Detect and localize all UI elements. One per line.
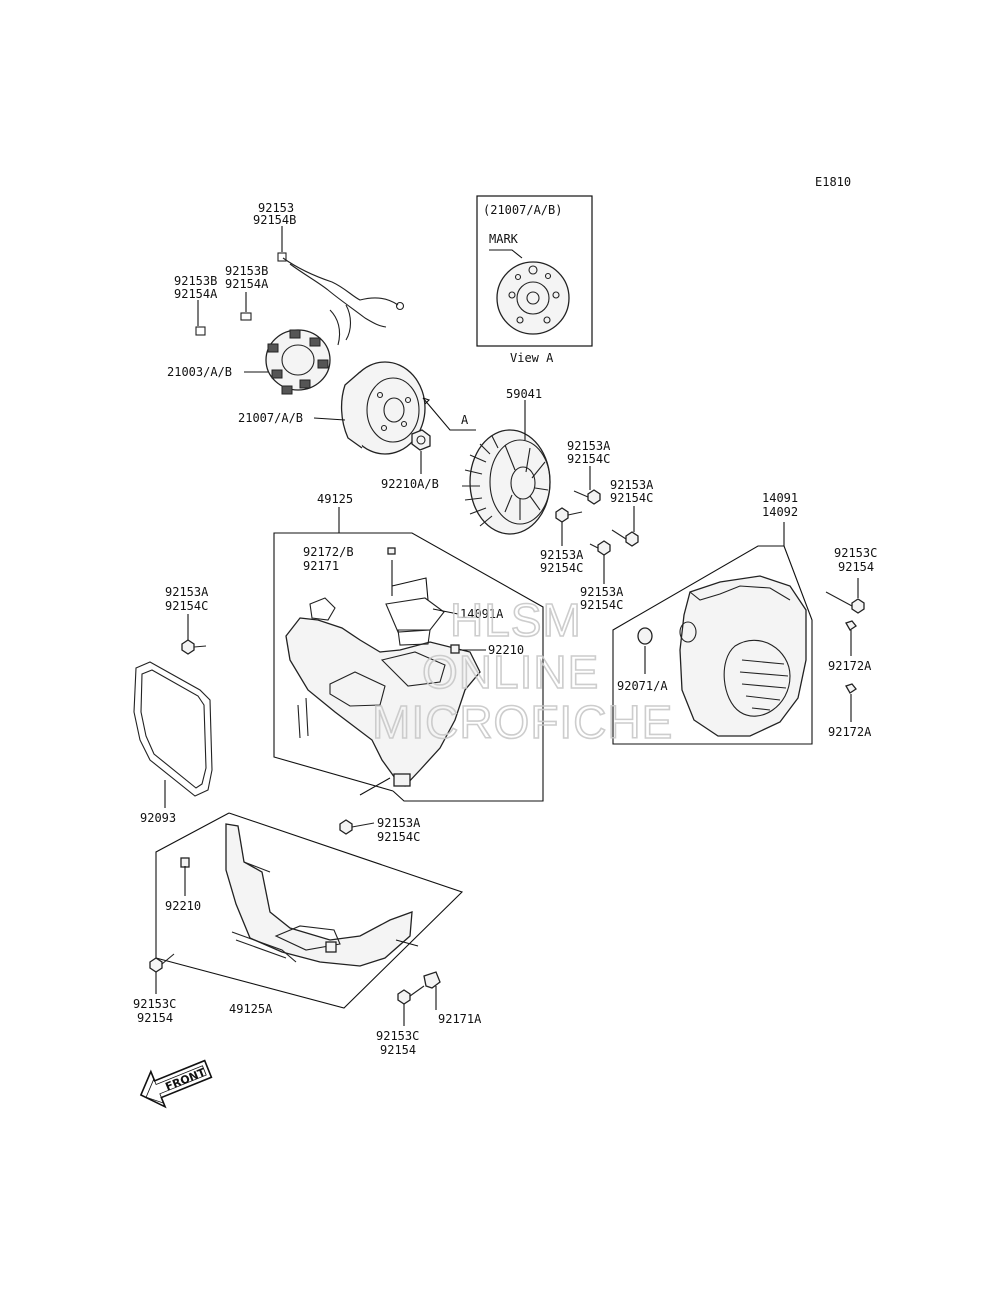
label-14091: 14091	[762, 491, 798, 505]
label-92071A: 92071/A	[617, 679, 668, 693]
label-14091A: 14091A	[460, 607, 504, 621]
watermark-line-2: ONLINE	[422, 646, 599, 698]
view-a-inset: (21007/A/B) MARK View A	[476, 195, 593, 365]
label-21007: 21007/A/B	[238, 411, 303, 425]
label-92154C-3: 92154C	[540, 561, 583, 575]
fan-bolts	[555, 489, 639, 556]
label-92154-r: 92154	[838, 560, 874, 574]
lower-cover	[225, 823, 413, 967]
label-92153C-bm: 92153C	[376, 1029, 419, 1043]
view-a-caption: View A	[510, 351, 554, 365]
label-92154-bl: 92154	[137, 1011, 173, 1025]
label-92153C-r: 92153C	[834, 546, 877, 560]
label-92172B: 92172/B	[303, 545, 354, 559]
label-59041: 59041	[506, 387, 542, 401]
label-92154-bm: 92154	[380, 1043, 416, 1057]
label-92153A-left: 92153A	[165, 585, 209, 599]
watermark-line-3: MICROFICHE	[372, 696, 673, 748]
ref-mark-a: A	[461, 413, 469, 427]
label-92172A-1: 92172A	[828, 659, 872, 673]
label-92153A-3: 92153A	[540, 548, 584, 562]
gasket	[133, 661, 213, 797]
label-92154C-2: 92154C	[610, 491, 653, 505]
label-92154A-a: 92154A	[174, 287, 218, 301]
watermark-line-1: HLSM	[450, 594, 582, 646]
wire-harness	[195, 252, 405, 346]
label-92154C-left: 92154C	[165, 599, 208, 613]
air-duct	[285, 597, 481, 787]
washer	[637, 627, 653, 645]
label-92153A-2: 92153A	[610, 478, 654, 492]
label-92154C-4: 92154C	[580, 598, 623, 612]
label-49125: 49125	[317, 492, 353, 506]
flywheel	[340, 361, 426, 455]
label-92210AB: 92210A/B	[381, 477, 439, 491]
label-92153A-4: 92153A	[580, 585, 624, 599]
stator	[265, 329, 331, 395]
label-14092: 14092	[762, 505, 798, 519]
label-92154C-5: 92154C	[377, 830, 420, 844]
diagram-code: E1810	[815, 175, 851, 189]
fan-housing	[679, 575, 807, 737]
label-92154A-b: 92154A	[225, 277, 269, 291]
label-92210-b: 92210	[165, 899, 201, 913]
label-92154B: 92154B	[253, 213, 296, 227]
view-a-title: (21007/A/B)	[483, 203, 562, 217]
label-92153A-5: 92153A	[377, 816, 421, 830]
label-92171: 92171	[303, 559, 339, 573]
front-arrow: FRONT	[139, 1059, 213, 1109]
label-92153B-b: 92153B	[225, 264, 268, 278]
label-92154C-1: 92154C	[567, 452, 610, 466]
label-49125A: 49125A	[229, 1002, 273, 1016]
label-92093: 92093	[140, 811, 176, 825]
label-92153B-a: 92153B	[174, 274, 217, 288]
mark-label: MARK	[489, 232, 519, 246]
label-92210-a: 92210	[488, 643, 524, 657]
cooling-fan	[462, 429, 551, 535]
label-92153C-bl: 92153C	[133, 997, 176, 1011]
label-92153A-1: 92153A	[567, 439, 611, 453]
flywheel-nut	[411, 429, 431, 451]
label-92171A: 92171A	[438, 1012, 482, 1026]
label-92172A-2: 92172A	[828, 725, 872, 739]
label-21003: 21003/A/B	[167, 365, 232, 379]
watermark: HLSM ONLINE MICROFICHE	[371, 593, 673, 749]
label-92153-top: 92153	[258, 201, 294, 215]
